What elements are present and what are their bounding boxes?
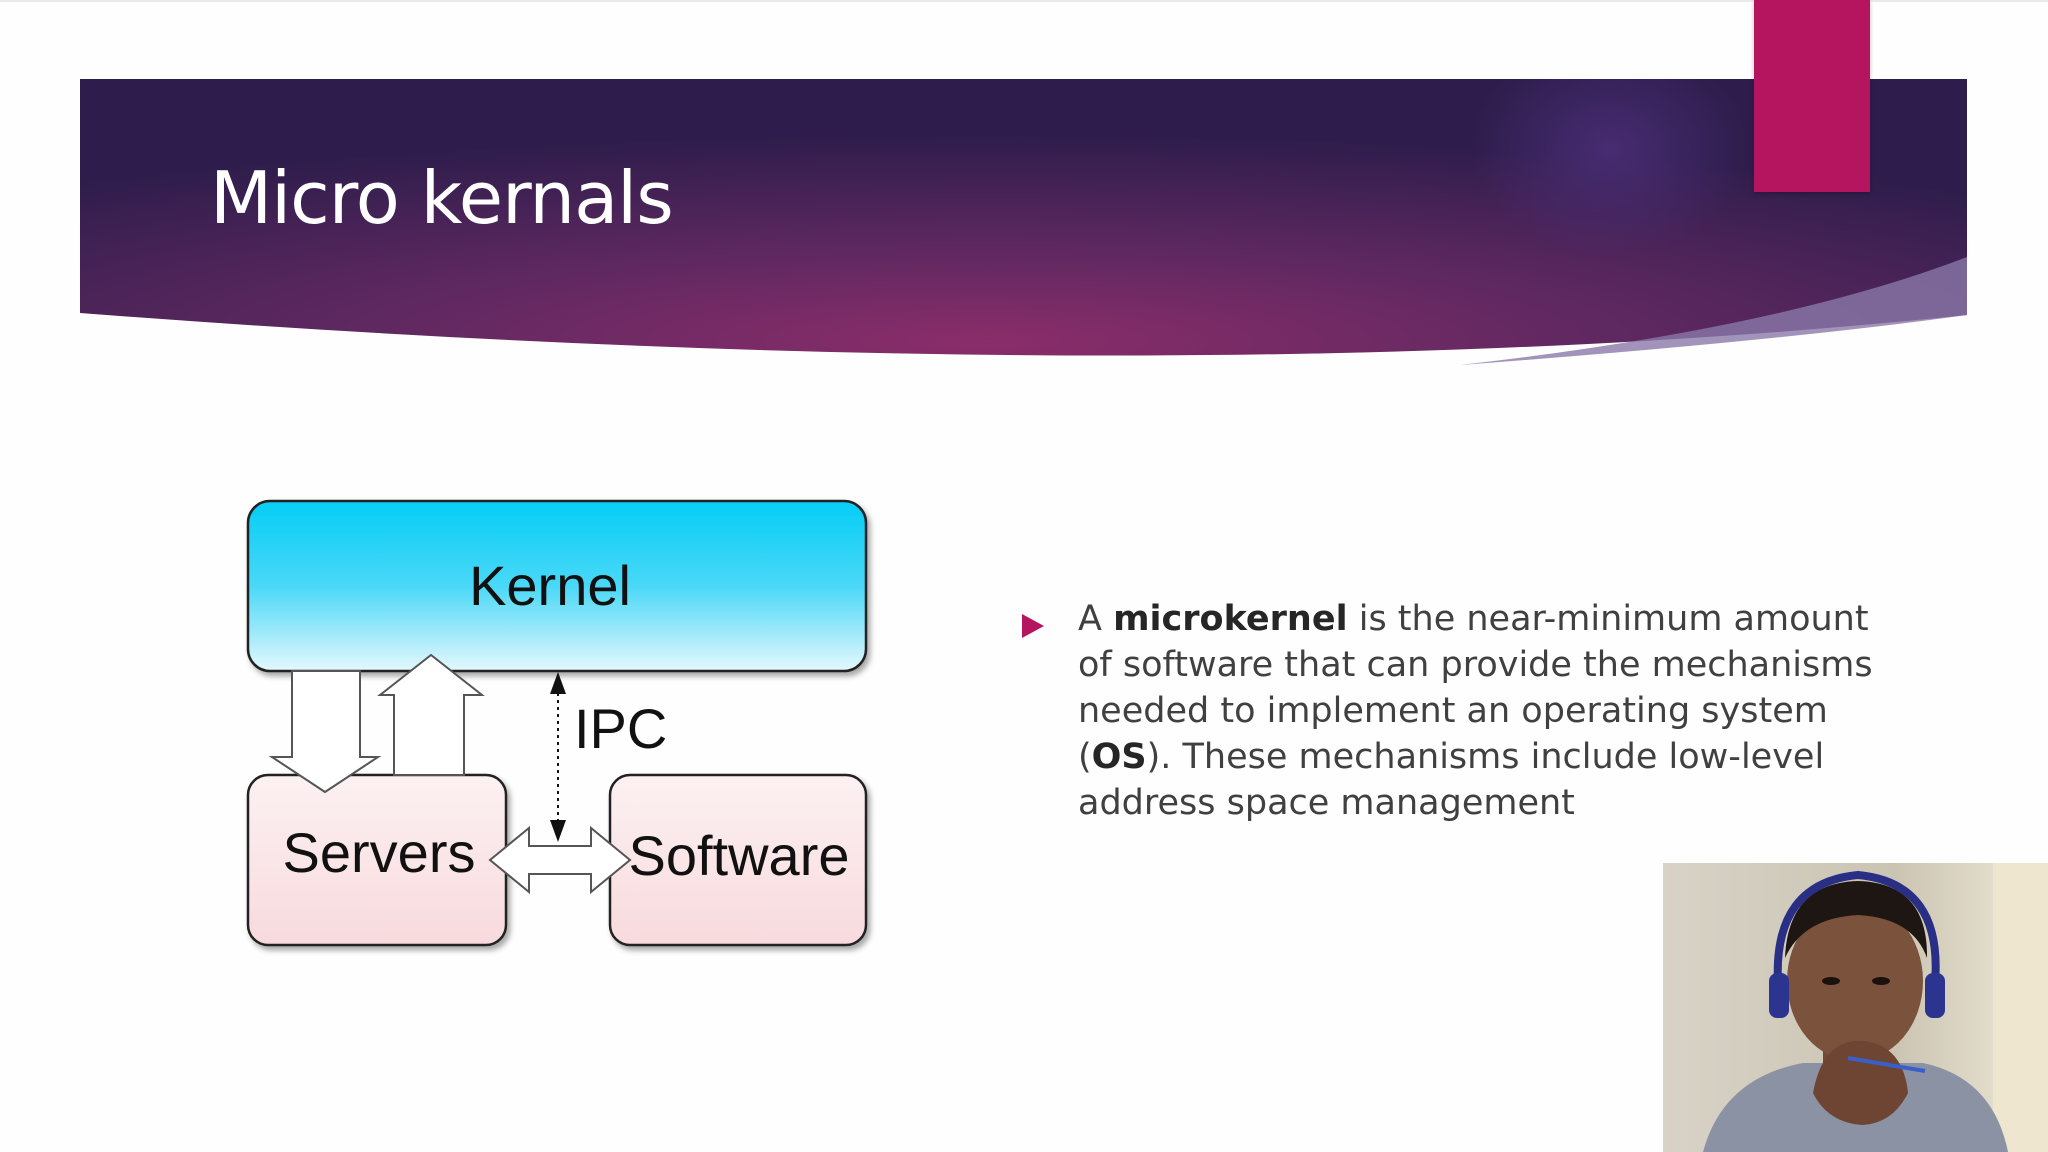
ipc-label: IPC — [574, 697, 667, 760]
software-label: Software — [629, 824, 850, 887]
kernel-box — [246, 499, 868, 673]
presenter-webcam-overlay — [1663, 863, 2048, 1152]
top-border — [0, 0, 2048, 2]
slide-title: Micro kernals — [210, 156, 674, 240]
servers-label: Servers — [283, 821, 476, 884]
title-banner — [80, 79, 1967, 381]
term-microkernel: microkernel — [1113, 599, 1348, 639]
bullet-text: A microkernel is the near-minimum amount… — [1018, 596, 1888, 826]
bullet-tail: ). These mechanisms include low-level ad… — [1078, 737, 1825, 823]
bullet-list-item: A microkernel is the near-minimum amount… — [1018, 596, 1888, 826]
down-arrow-icon — [268, 670, 382, 794]
ipc-arrow-down-icon — [550, 820, 566, 842]
microkernel-diagram: Kernel Servers Software IPC — [232, 490, 882, 960]
ipc-arrow-up-icon — [550, 672, 566, 694]
up-arrow-icon — [377, 653, 485, 776]
double-arrow-icon — [488, 825, 632, 895]
term-os: OS — [1091, 737, 1147, 777]
bullet-lead: A — [1078, 599, 1114, 639]
bullet-after-term: is the near-minimum amount of software t… — [1078, 599, 1873, 777]
bullet-triangle-icon — [1022, 614, 1044, 638]
kernel-label: Kernel — [469, 554, 631, 617]
accent-tab — [1754, 0, 1870, 192]
